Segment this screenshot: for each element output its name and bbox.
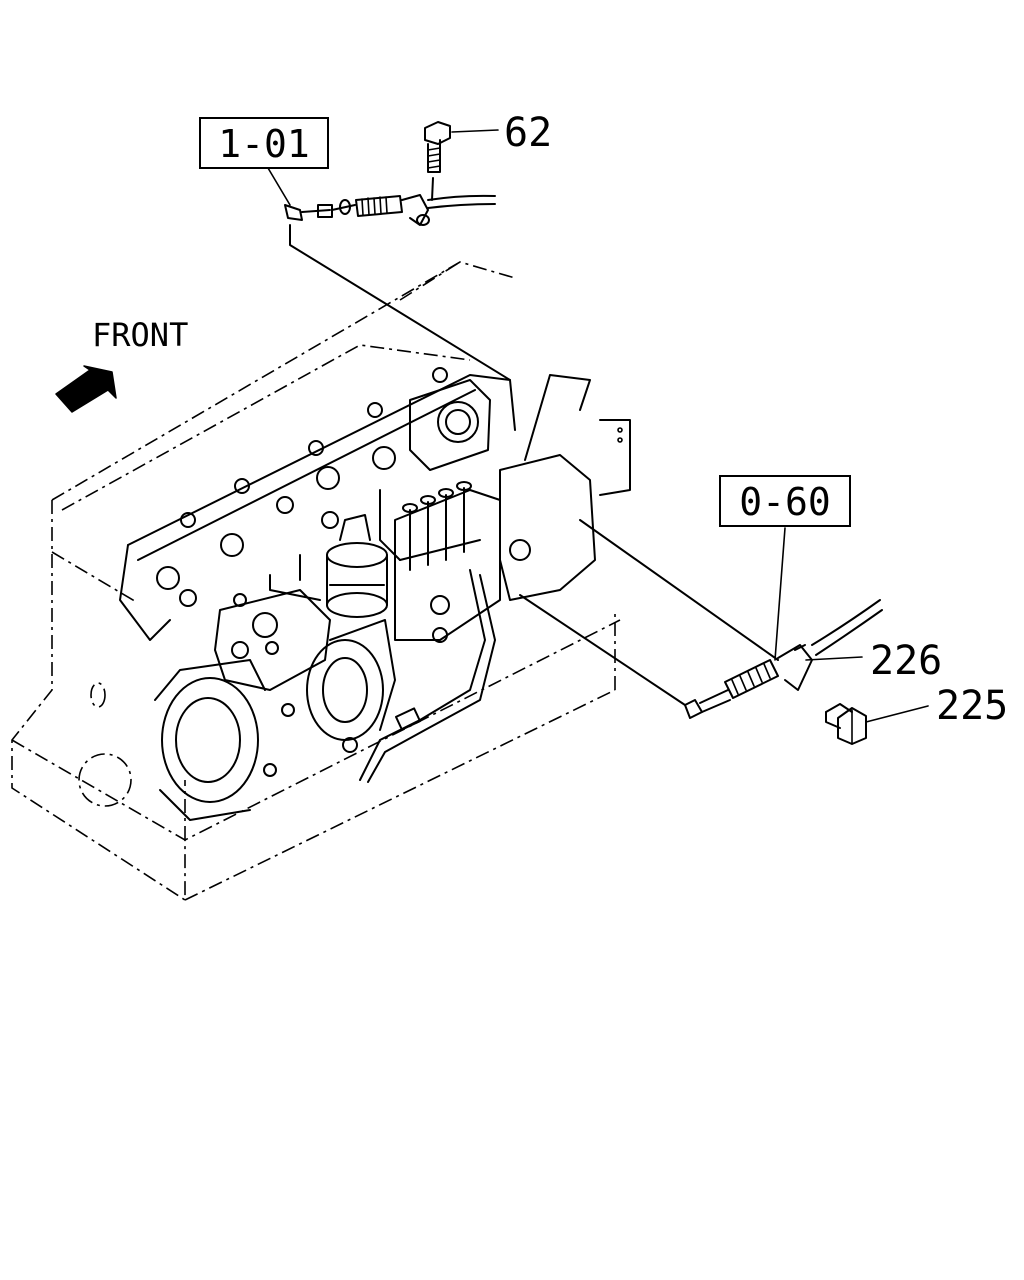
ref-label-0-60: 0-60 bbox=[739, 480, 831, 524]
front-label: FRONT bbox=[92, 316, 188, 354]
lower-cable bbox=[519, 519, 883, 719]
callout-62: 62 bbox=[504, 110, 552, 156]
arrow-icon bbox=[55, 365, 117, 413]
upper-cable bbox=[267, 167, 511, 381]
engine-components bbox=[119, 367, 631, 821]
ref-box-0-60 bbox=[719, 475, 851, 527]
engine-block bbox=[11, 261, 621, 902]
ref-label-1-01: 1-01 bbox=[218, 122, 310, 166]
callout-226: 226 bbox=[870, 638, 942, 684]
bolt-225 bbox=[825, 703, 867, 745]
bolt-62 bbox=[424, 121, 499, 201]
callout-225: 225 bbox=[936, 683, 1008, 729]
ref-box-1-01 bbox=[199, 117, 329, 169]
